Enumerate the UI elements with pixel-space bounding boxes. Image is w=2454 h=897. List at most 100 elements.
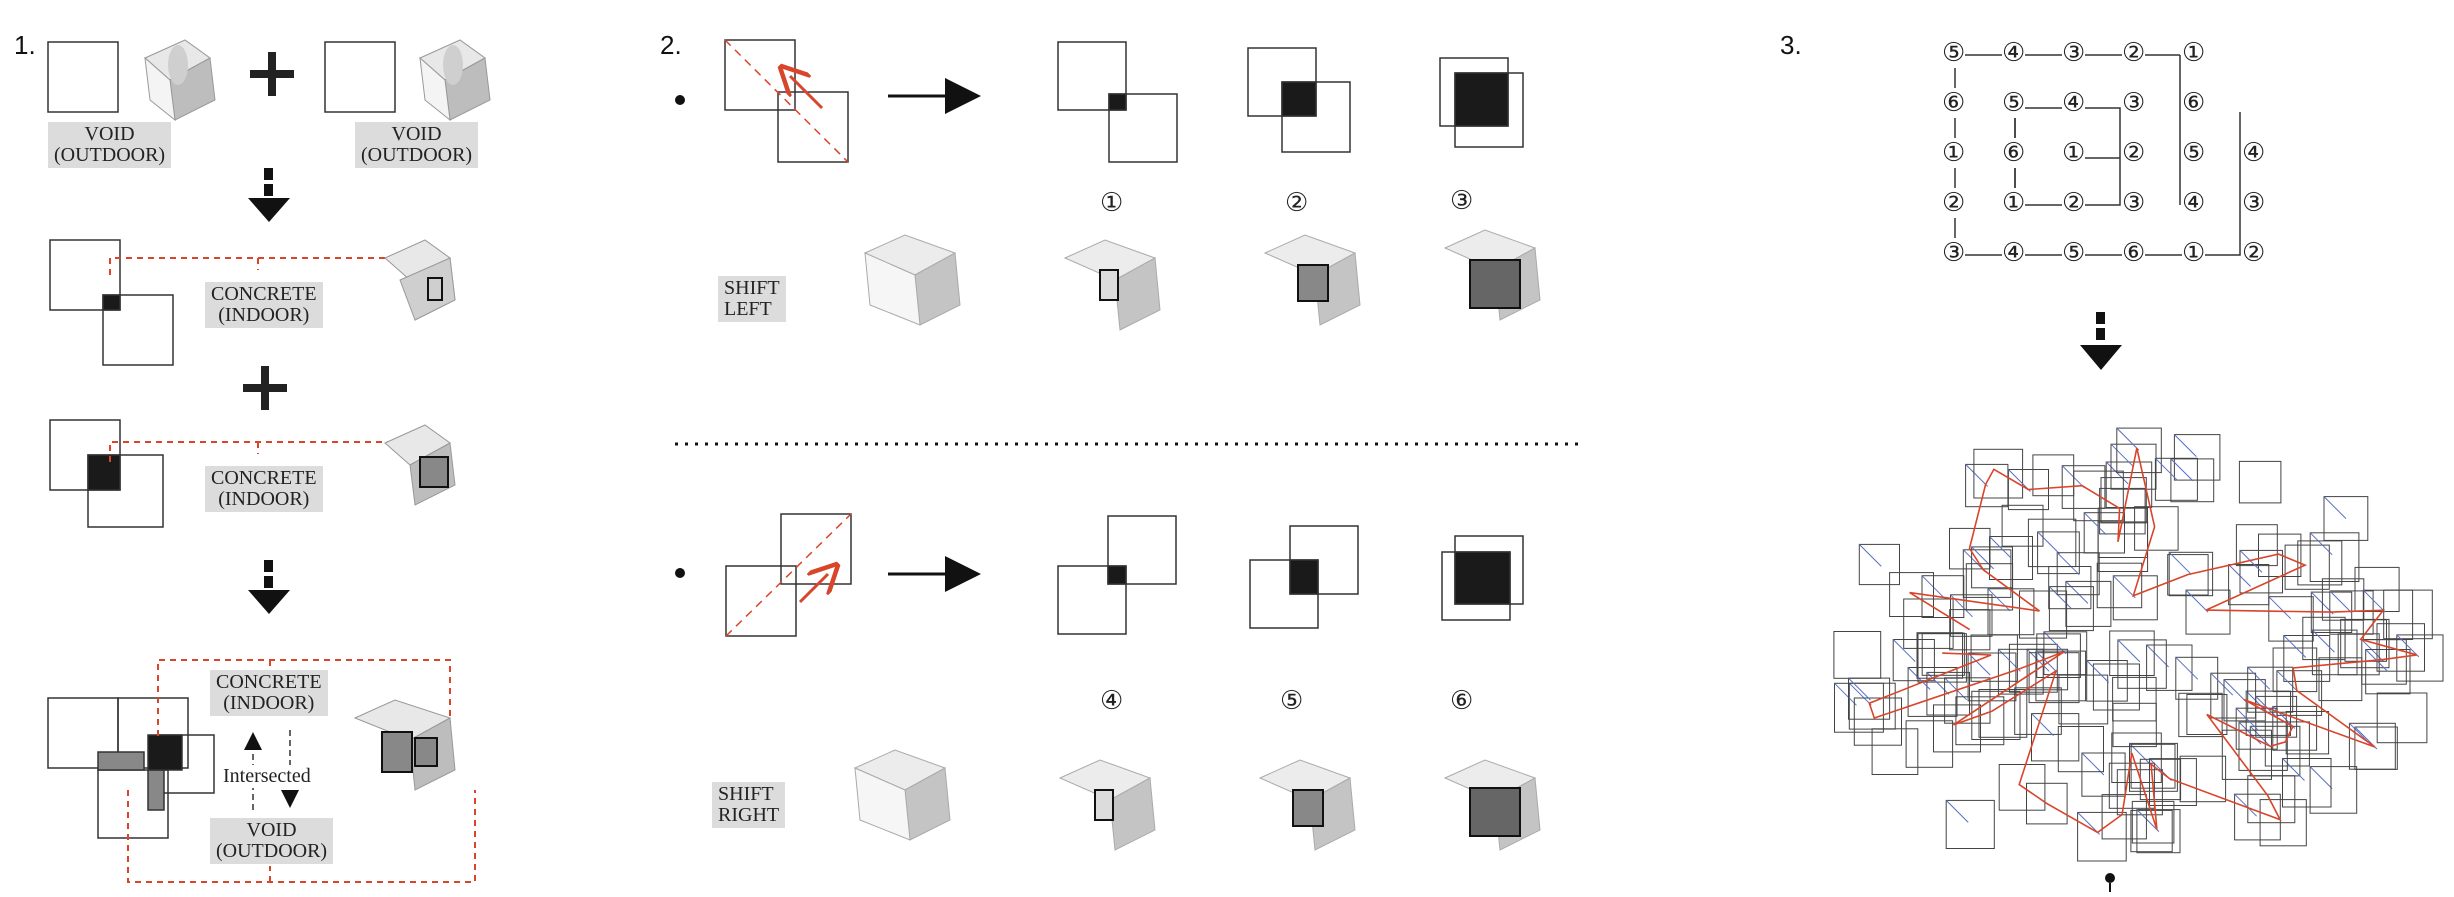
network-diagonal [2223,679,2247,702]
network-square [2111,732,2162,783]
network-square [2112,702,2157,748]
network-square [1916,632,1963,679]
network-square [2276,670,2323,716]
network-square [1892,639,1935,682]
network-square [2112,676,2157,722]
network-square [1945,799,1995,850]
section-number-1: 1. [14,30,36,60]
network-square [2185,589,2231,635]
sequence-marker: ⑥ [2182,88,2206,118]
network-square [2109,630,2155,676]
network-diagonal [2136,809,2160,832]
section-1-diagram [47,41,396,113]
network-square [2238,460,2282,504]
network-square [1833,631,1882,679]
sequence-marker: ② [2122,138,2146,168]
network-diagonal [2361,639,2385,663]
network-square [2134,506,2179,551]
network-square [2179,755,2227,803]
composite-squares [47,697,215,839]
red-loop-connector [127,659,476,883]
sequence-marker: ② [2242,238,2266,268]
network-diagonal [1892,639,1916,662]
network-diagonal [1989,536,2012,559]
network-diagonal [2112,575,2136,599]
network-square [1905,720,1954,768]
sequence-marker: ③ [2062,38,2086,68]
network-square [2031,713,2080,762]
step-marker-1: ① [1100,188,1124,218]
network-diagonal [1987,588,2011,612]
network-diagonal [2086,660,2110,683]
network-diagonal [2312,629,2335,653]
network-square [2065,580,2112,627]
network-square [2092,663,2140,711]
network-square [2221,729,2273,780]
network-square [1971,690,2021,740]
network-diagonal [2247,666,2271,690]
network-diagonal [2031,713,2054,736]
network-square [2268,596,2314,642]
network-diagonal [1944,677,1967,701]
end-point-icon [2105,873,2115,883]
network-square [2100,477,2147,524]
network-square [1965,463,2009,508]
network-square [2170,458,2215,503]
network-diagonal [2283,635,2307,658]
network-square [2117,639,2167,689]
network-square [2239,549,2283,594]
network-square [2086,660,2128,702]
network-diagonal [2245,690,2269,714]
network-diagonal [2110,443,2134,467]
network-square [2354,566,2400,613]
dashed-down-arrow-icon [248,168,290,614]
network-square [1967,652,2017,702]
network-diagonal [1834,682,1857,706]
network-diagonal [2049,586,2072,609]
network-diagonal [2323,496,2347,519]
network-square [1965,563,2014,611]
network-square [2318,657,2363,702]
network-square [2362,589,2414,641]
network-square [2154,457,2198,501]
step-marker-2: ② [1285,188,1309,218]
network-square [2234,793,2281,841]
sequence-marker: ⑤ [2062,238,2086,268]
square-network [1833,427,2444,862]
network-square [2284,544,2330,590]
section-number-3: 3. [1780,30,1802,60]
network-square [2365,649,2411,695]
dashed-down-arrow-icon [2080,312,2122,370]
sequence-marker: ① [2182,38,2206,68]
network-square [2186,694,2228,735]
sequence-marker: ⑤ [2002,88,2026,118]
network-square [2238,721,2288,771]
network-square [2309,532,2360,582]
network-diagonal [2043,631,2067,655]
network-square [2001,504,2044,547]
sequence-marker: ③ [2122,88,2146,118]
network-diagonal [2037,531,2060,555]
network-square [1903,598,1954,649]
network-diagonal [2155,457,2178,481]
red-path [1868,447,2418,834]
network-diagonal [2117,639,2141,663]
network-square [1907,667,1958,717]
network-square [1998,764,2046,811]
network-diagonal [2056,552,2080,576]
network-square [1848,677,1891,720]
network-square [2026,782,2068,825]
network-square [2146,644,2193,691]
step-marker-5: ⑤ [1280,686,1304,716]
bullet-icon [675,95,685,105]
network-square [1987,588,2035,636]
sequence-marker: ① [2062,138,2086,168]
network-square [2235,524,2278,567]
network-diagonal [1848,677,1871,701]
shift-left-steps [1057,41,1524,163]
sequence-marker: ⑥ [2002,138,2026,168]
shift-right-squares [725,513,852,637]
network-square [2178,692,2223,738]
network-square [2108,762,2155,809]
